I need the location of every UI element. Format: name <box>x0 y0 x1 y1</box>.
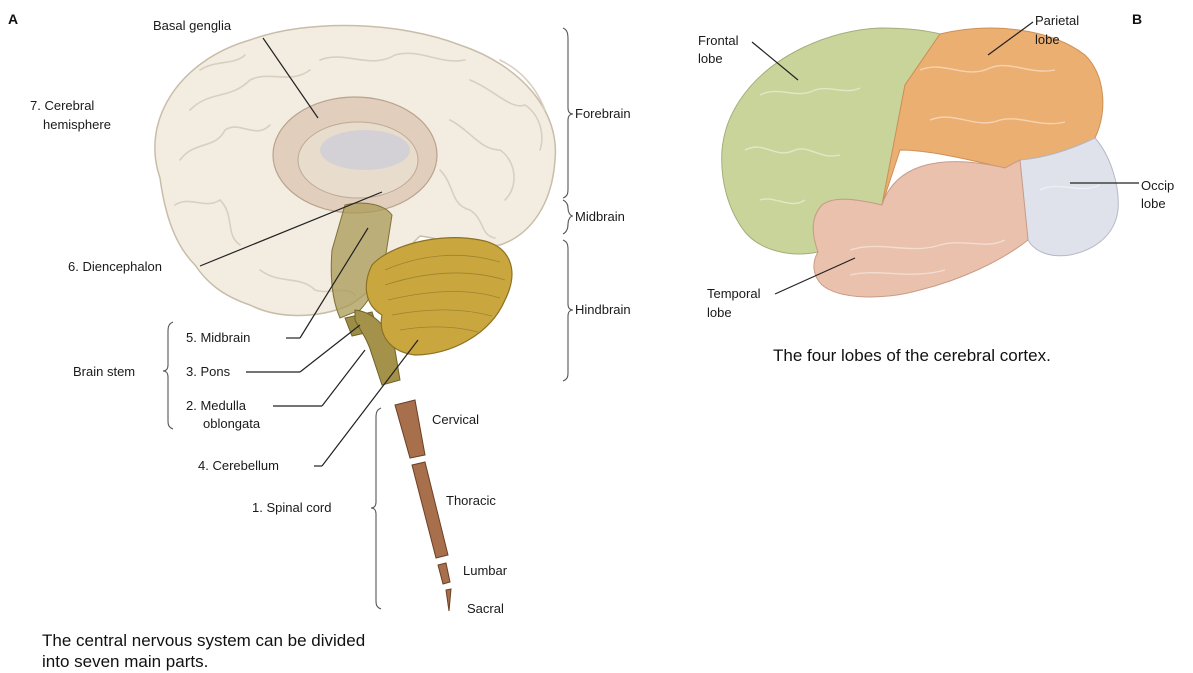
label-temporal-line1: Temporal <box>707 286 761 301</box>
label-cervical: Cervical <box>432 412 479 427</box>
caption-panel-a-line2: into seven main parts. <box>42 652 208 671</box>
panel-a: A <box>8 11 631 671</box>
caption-panel-a-line1: The central nervous system can be divide… <box>42 631 365 650</box>
label-frontal-line2: lobe <box>698 51 723 66</box>
label-spinal-cord: 1. Spinal cord <box>252 500 332 515</box>
label-hindbrain: Hindbrain <box>575 302 631 317</box>
label-pons: 3. Pons <box>186 364 231 379</box>
spinal-cord-shape <box>395 400 451 611</box>
label-forebrain: Forebrain <box>575 106 631 121</box>
label-midbrain-division: Midbrain <box>575 209 625 224</box>
label-lumbar: Lumbar <box>463 563 508 578</box>
label-basal-ganglia: Basal genglia <box>153 18 232 33</box>
label-sacral: Sacral <box>467 601 504 616</box>
panel-a-letter: A <box>8 11 18 27</box>
label-temporal-line2: lobe <box>707 305 732 320</box>
label-frontal-line1: Frontal <box>698 33 739 48</box>
label-cerebral-hemisphere-line2: hemisphere <box>43 117 111 132</box>
label-diencephalon: 6. Diencephalon <box>68 259 162 274</box>
panel-b-letter: B <box>1132 11 1142 27</box>
label-medulla-line1: 2. Medulla <box>186 398 247 413</box>
label-brain-stem: Brain stem <box>73 364 135 379</box>
label-parietal-line2: lobe <box>1035 32 1060 47</box>
label-cerebellum: 4. Cerebellum <box>198 458 279 473</box>
label-medulla-line2: oblongata <box>203 416 261 431</box>
label-cerebral-hemisphere-line1: 7. Cerebral <box>30 98 94 113</box>
label-occipital-line2: lobe <box>1141 196 1166 211</box>
label-midbrain-part: 5. Midbrain <box>186 330 250 345</box>
cerebellum-shape <box>366 238 512 355</box>
label-occipital-line1: Occip <box>1141 178 1174 193</box>
label-parietal-line1: Parietal <box>1035 13 1079 28</box>
caption-panel-b: The four lobes of the cerebral cortex. <box>773 346 1051 365</box>
panel-b: B Frontal lobe Parietal lobe Occip lobe … <box>698 11 1174 365</box>
label-thoracic: Thoracic <box>446 493 496 508</box>
